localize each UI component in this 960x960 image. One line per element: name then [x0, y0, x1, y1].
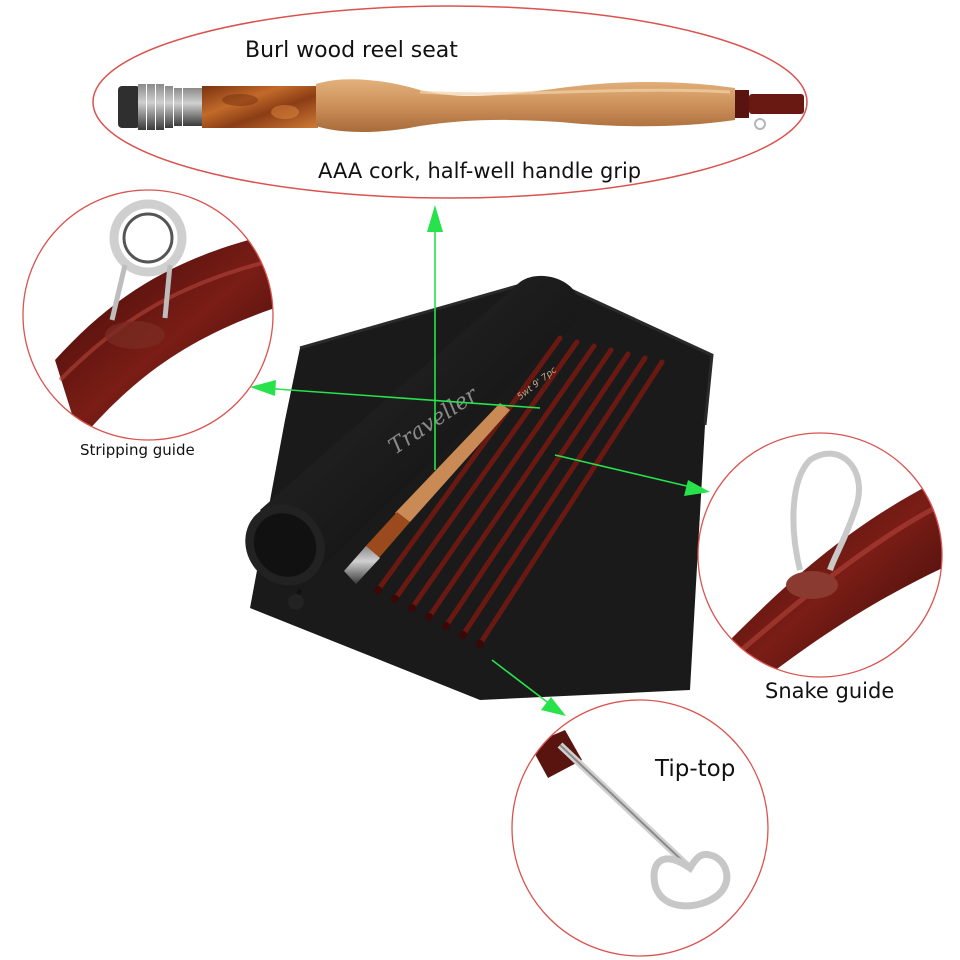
stripping-guide-closeup — [55, 199, 273, 440]
snake-guide-callout — [697, 432, 943, 678]
rod-section-ferrule — [391, 595, 399, 603]
snake-guide-closeup — [720, 450, 942, 677]
rod-section — [460, 355, 648, 638]
rod-sections — [374, 335, 665, 648]
burl-wood-reel-seat — [202, 86, 318, 128]
handle-closeup — [118, 79, 804, 132]
handle-callout — [92, 5, 808, 199]
rod-section-ferrule — [425, 613, 433, 621]
winding-check — [735, 90, 749, 118]
tip-top-label: Tip-top — [655, 756, 736, 782]
arrow-to-tip-top — [491, 659, 556, 709]
burl-wood-reel-seat-label: Burl wood reel seat — [245, 38, 458, 63]
rod-section-ferrule — [408, 604, 416, 612]
stripping-guide-callout — [22, 189, 274, 441]
rod-section — [392, 339, 580, 602]
rod-bag-assembly: Traveller 5wt 9' 7pc — [245, 275, 714, 700]
rod-section-ferrule — [459, 631, 467, 639]
arrow-to-stripping-guide — [261, 387, 541, 409]
tip-top-callout — [511, 699, 769, 957]
callout-arrows — [250, 205, 710, 716]
cloth-rod-bag — [250, 278, 712, 700]
callout-circle — [22, 189, 274, 441]
butt-cap — [118, 86, 140, 128]
rod-section — [375, 335, 563, 593]
rod-section — [426, 347, 614, 620]
cork-grip-label: AAA cork, half-well handle grip — [318, 159, 642, 183]
rod-section-ferrule — [442, 622, 450, 630]
rod-section — [443, 351, 631, 629]
rod-section — [477, 359, 665, 647]
rod-section-ferrule — [374, 586, 382, 594]
rod-section-ferrule — [476, 640, 484, 648]
hook-keeper — [754, 118, 766, 130]
snake-guide-label: Snake guide — [765, 679, 895, 703]
arrow-to-snake-guide — [554, 454, 696, 489]
rod-section — [409, 343, 597, 611]
callout-circle — [697, 432, 943, 678]
reel-seat-rings — [138, 84, 203, 130]
stripping-guide-label: Stripping guide — [80, 441, 195, 459]
callout-circle — [511, 699, 769, 957]
blank-stub — [749, 94, 804, 114]
arrow-to-handle-head — [427, 205, 443, 232]
